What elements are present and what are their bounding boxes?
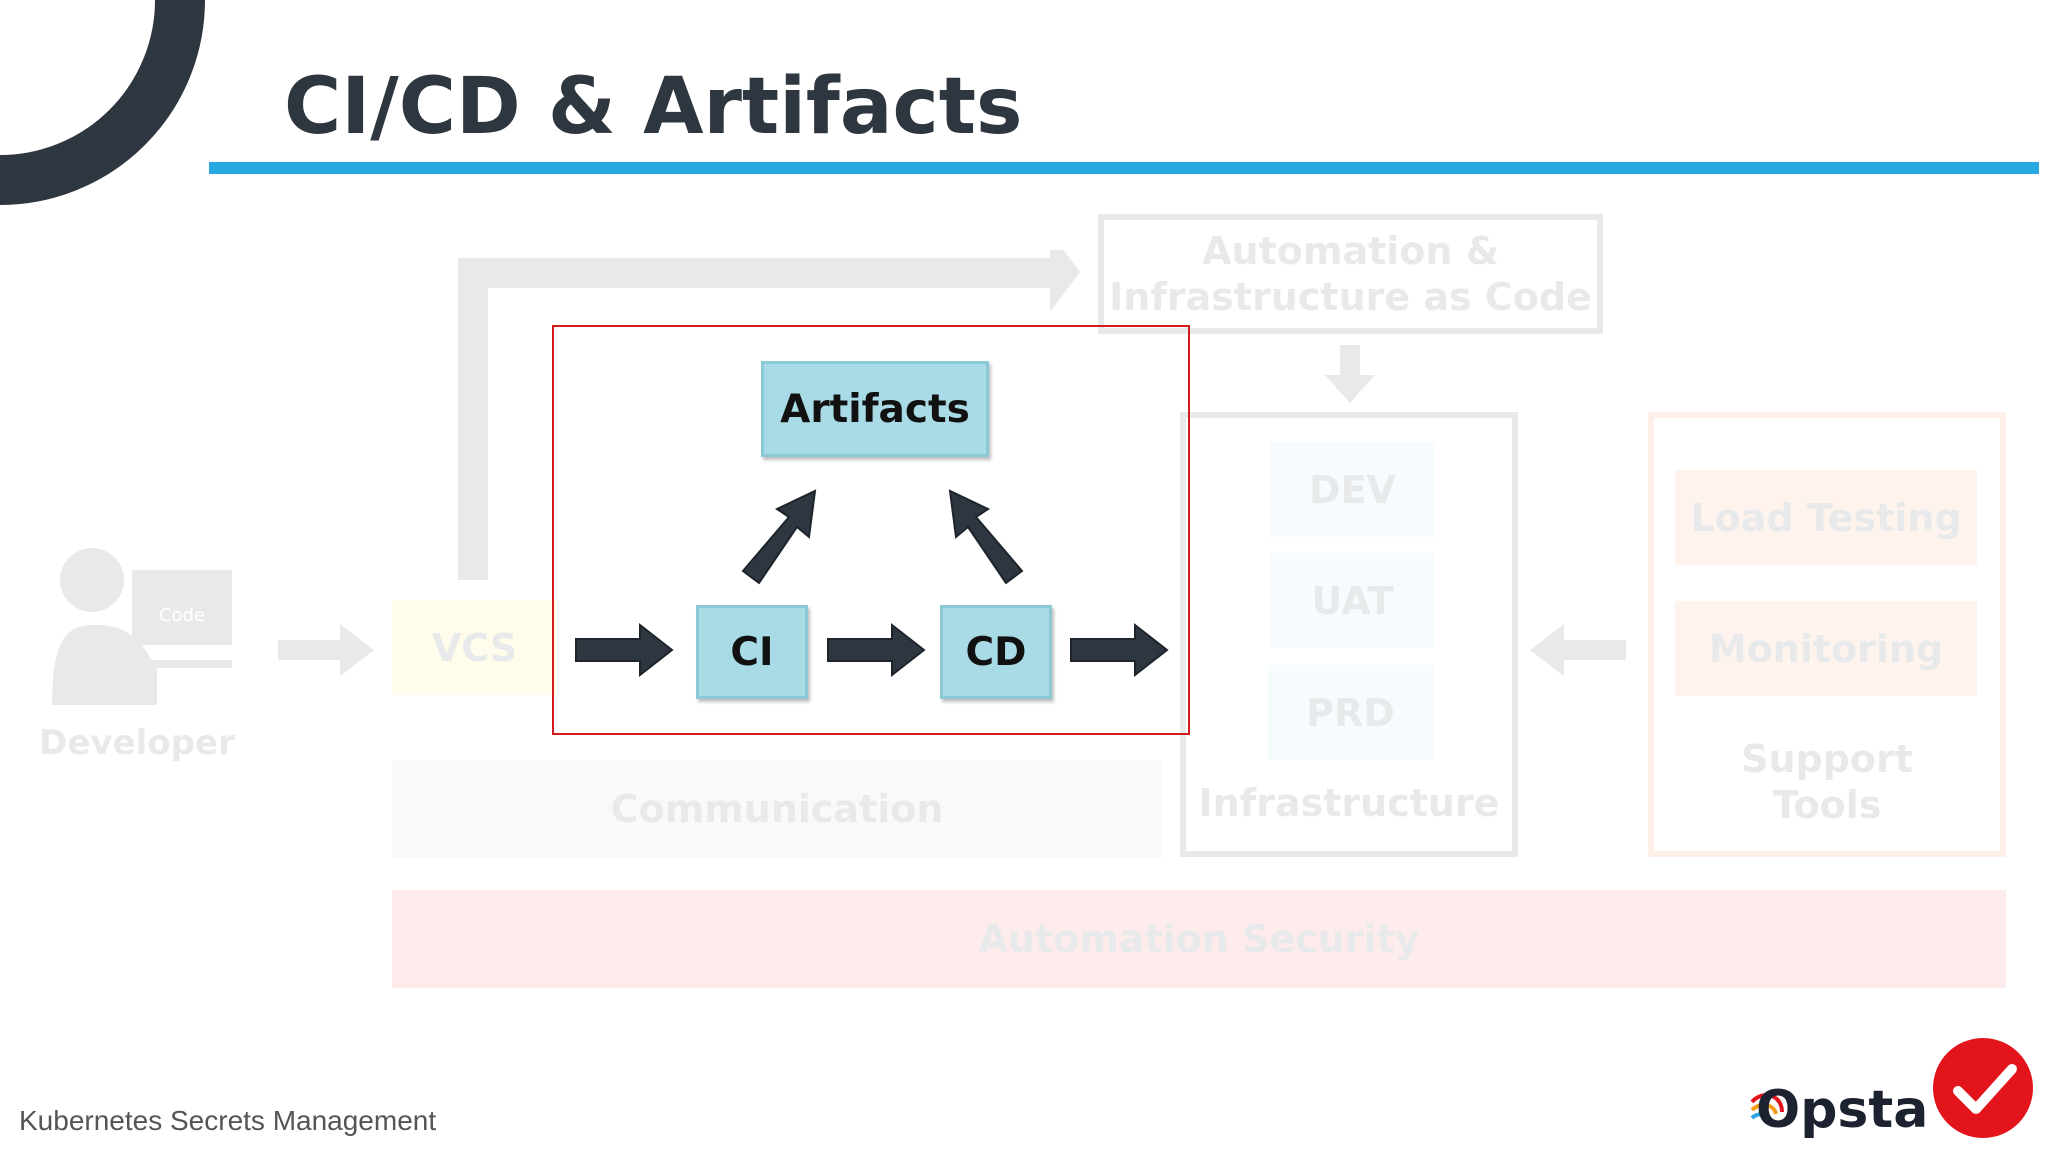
- support-label-line2: Tools: [1772, 783, 1882, 827]
- artifacts-box: Artifacts: [761, 361, 989, 457]
- infrastructure-box: [1180, 412, 1518, 857]
- arrow-right-icon: [1070, 622, 1169, 678]
- opsta-brand-text: Opsta: [1756, 1080, 1929, 1140]
- cd-box: CD: [940, 605, 1052, 699]
- support-tools-label: Support Tools: [1654, 732, 2000, 832]
- env-prd: PRD: [1268, 665, 1433, 760]
- corner-arc-icon: [0, 0, 205, 205]
- automation-label-line1: Automation &: [1202, 229, 1499, 273]
- vcs-label: VCS: [431, 625, 518, 670]
- support-load-testing: Load Testing: [1675, 470, 1977, 565]
- page-title: CI/CD & Artifacts: [284, 62, 1023, 152]
- support-label-line1: Support: [1741, 737, 1913, 781]
- loop-arrow-icon: [458, 250, 1080, 580]
- checkmark-badge-icon: [1933, 1038, 2033, 1138]
- arrow-right-icon: [827, 622, 926, 678]
- support-monitoring: Monitoring: [1675, 601, 1977, 696]
- automation-iac-box: Automation & Infrastructure as Code: [1098, 214, 1603, 334]
- loop-arrow-shape: [458, 250, 1080, 580]
- highlight-frame: [552, 325, 1190, 735]
- footer-text: Kubernetes Secrets Management: [19, 1105, 437, 1136]
- code-label: Code: [158, 604, 206, 626]
- developer-icon: [52, 548, 232, 705]
- automation-security-bar: Automation Security: [392, 890, 2006, 988]
- ci-box: CI: [696, 605, 808, 699]
- communication-bar: Communication: [392, 760, 1162, 858]
- developer-label: Developer: [39, 723, 235, 763]
- arrow-down-icon: [1325, 345, 1375, 403]
- env-dev: DEV: [1270, 442, 1435, 537]
- arrow-left-icon: [1530, 624, 1626, 676]
- title-underline: [209, 162, 2039, 174]
- arrow-up-left-icon: [948, 489, 1024, 585]
- arrow-up-right-icon: [741, 489, 817, 585]
- support-tools-box: [1648, 412, 2006, 857]
- env-uat: UAT: [1270, 553, 1435, 648]
- automation-label-line2: Infrastructure as Code: [1109, 275, 1592, 319]
- arrow-right-icon: [575, 622, 674, 678]
- opsta-logo-icon: [1750, 1093, 1784, 1121]
- arrow-right-icon: [278, 624, 374, 676]
- infrastructure-label: Infrastructure: [1198, 780, 1500, 825]
- vcs-box: VCS: [392, 600, 557, 695]
